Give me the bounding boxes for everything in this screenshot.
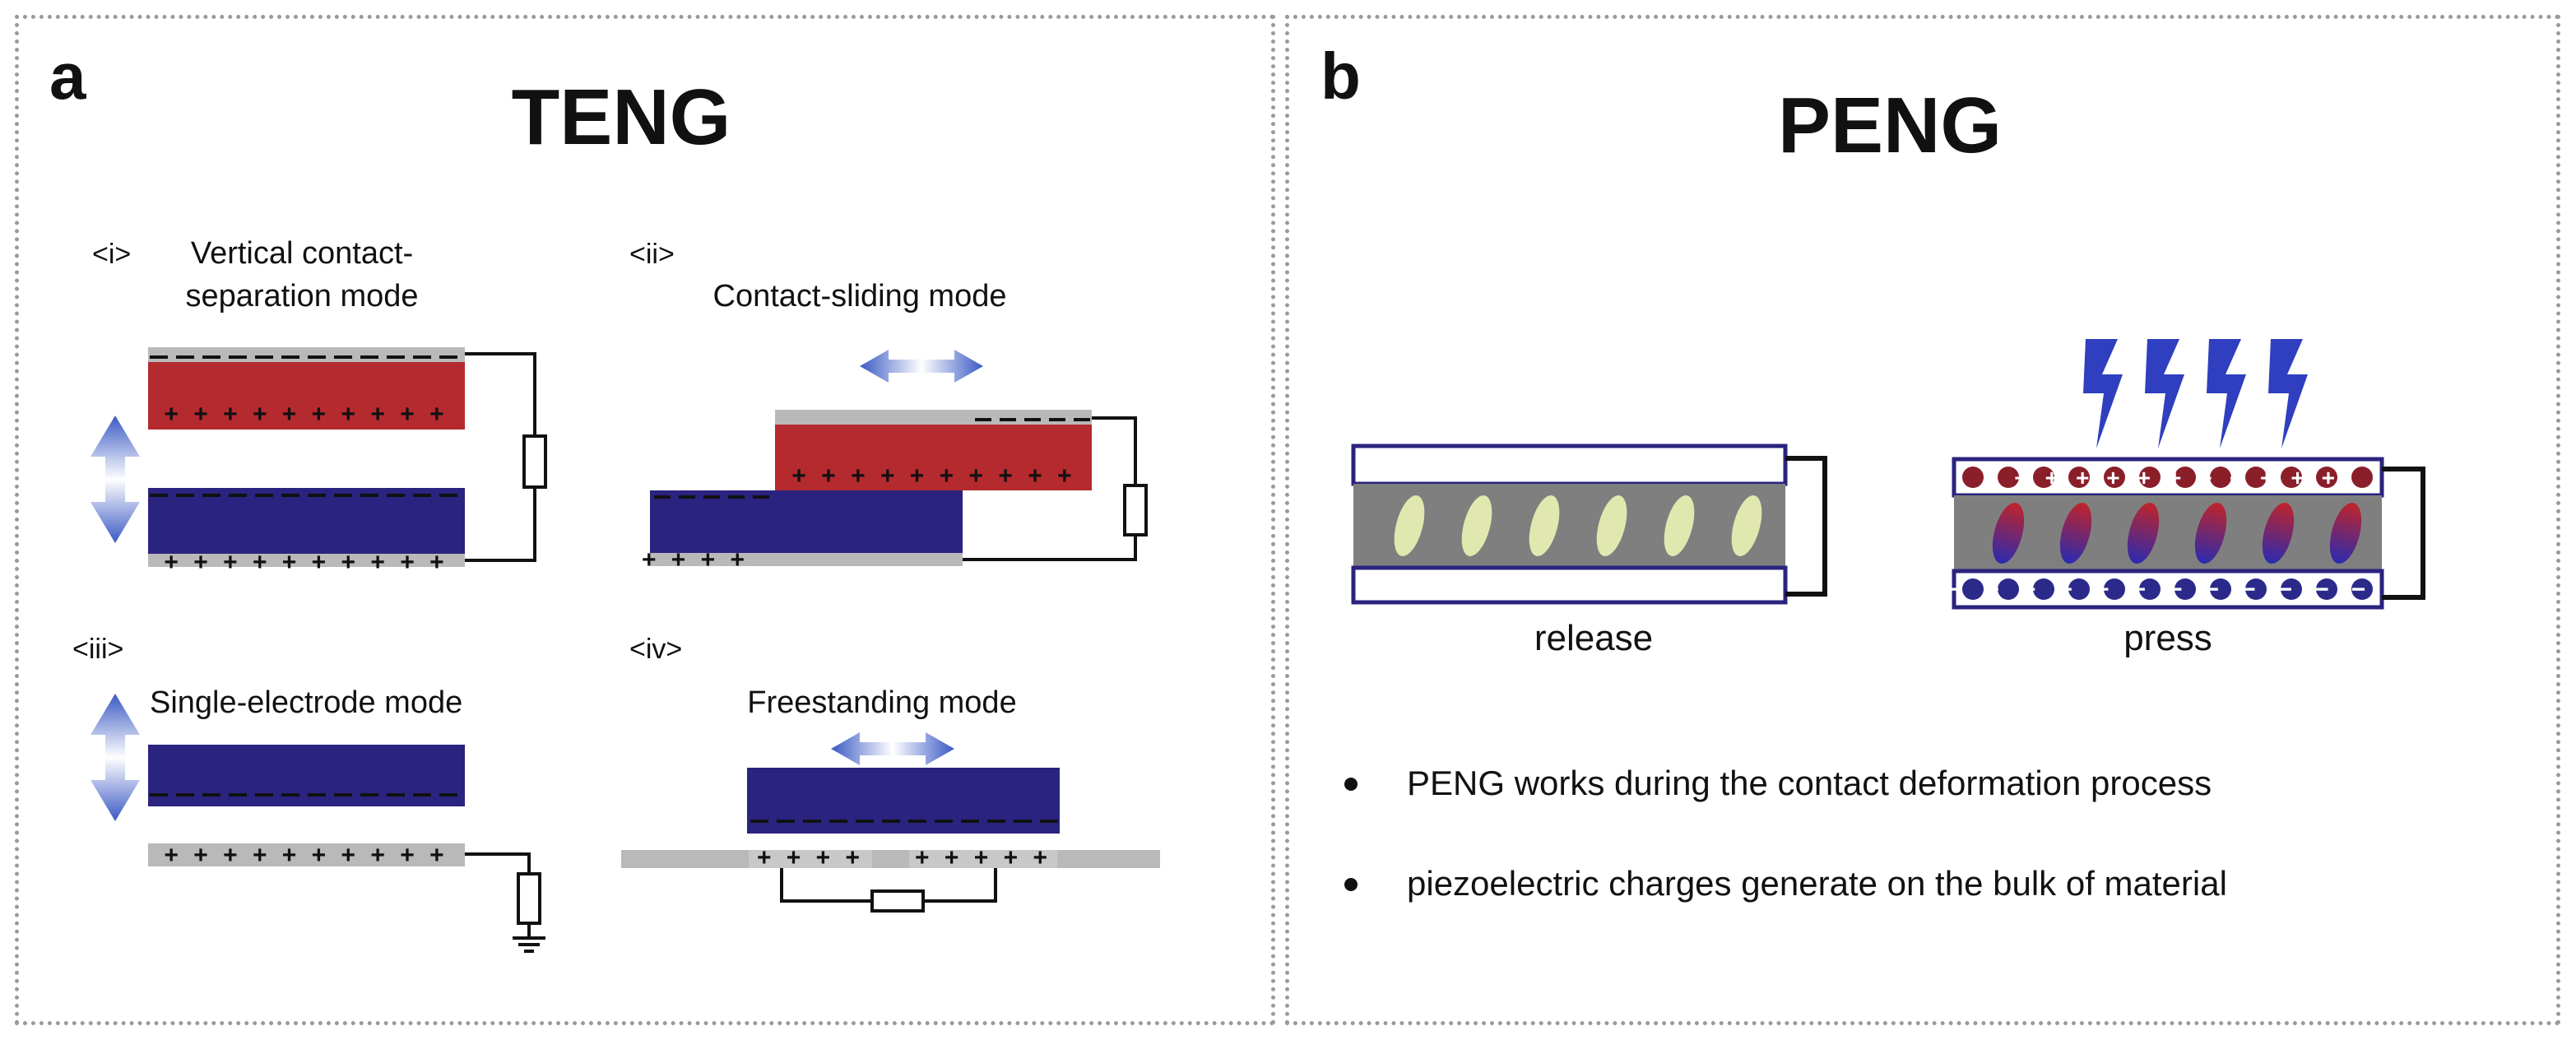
contact-sliding-diagram: + + + + + + + + + + + + + + — [642, 350, 1148, 574]
svg-text:++++++++++++: ++++++++++++ — [1984, 465, 2352, 490]
peng-title: PENG — [1778, 81, 2002, 170]
mode-i-tag: <i> — [92, 239, 131, 270]
circuit-wire — [1785, 456, 1827, 597]
left-electrode — [749, 850, 872, 868]
mode-i-title-line2: separation mode — [185, 279, 418, 314]
positive-charges: + + + + + + + + + + — [164, 549, 448, 576]
press-label: press — [2123, 618, 2212, 658]
positive-charges: + + + + — [642, 546, 749, 574]
load-resistor-icon — [1123, 484, 1148, 536]
bullet-text-2: piezoelectric charges generate on the bu… — [1407, 864, 2227, 903]
top-electrode — [1351, 444, 1788, 486]
load-resistor-icon — [522, 434, 547, 489]
bullet-icon — [1344, 878, 1358, 891]
bottom-electrode — [1351, 565, 1788, 605]
piezo-layer — [1954, 495, 2382, 571]
bullet-text-1: PENG works during the contact deformatio… — [1407, 764, 2212, 802]
dielectric-track — [621, 850, 1160, 868]
right-electrode — [909, 850, 1057, 868]
vertical-motion-arrow-icon — [91, 416, 140, 543]
circuit-wire — [465, 852, 531, 874]
bottom-electrode — [1952, 569, 2384, 610]
horizontal-motion-arrow-icon — [831, 732, 954, 765]
top-electrode — [775, 410, 1092, 425]
top-electrode — [1952, 457, 2384, 498]
teng-title: TENG — [512, 73, 731, 161]
mode-iii-tag: <iii> — [72, 634, 123, 665]
blue-dielectric-layer — [148, 488, 465, 554]
panel-a-teng — [15, 15, 1275, 1025]
panel-b-peng — [1285, 15, 2560, 1025]
circuit-wire — [780, 868, 872, 903]
circuit-wire — [465, 352, 536, 436]
positive-charges: + + + + + + + + + + — [164, 842, 448, 869]
piezo-layer — [1353, 484, 1785, 568]
freestanding-diagram: + + + + + + + + + — [621, 732, 1160, 913]
single-electrode-diagram: + + + + + + + + + + — [91, 694, 545, 953]
circuit-wire — [465, 487, 536, 562]
circuit-wire — [963, 535, 1137, 561]
release-state-diagram — [1351, 444, 1827, 605]
red-dielectric-layer — [775, 425, 1092, 490]
load-resistor-icon — [517, 872, 541, 925]
blue-dielectric-layer — [148, 745, 465, 806]
blue-dielectric-layer — [747, 768, 1060, 834]
positive-charges: + + + + — [757, 844, 864, 871]
unpolarized-dipoles — [1394, 495, 1762, 556]
top-electrode — [148, 347, 465, 362]
negative-piezo-charges: −−−−−−−−−−−− — [1948, 576, 2388, 603]
ground-electrode — [148, 843, 465, 866]
panel-b-letter: b — [1320, 39, 1361, 113]
positive-piezo-charges: ++++++++++++ — [1962, 465, 2373, 490]
mode-iv-tag: <iv> — [629, 634, 682, 665]
bottom-electrode — [650, 553, 963, 566]
bullet-icon — [1344, 778, 1358, 791]
dipoles-polarized — [1992, 503, 2362, 564]
mode-iii-title: Single-electrode mode — [150, 685, 462, 720]
lightning-force-icon — [2083, 339, 2308, 448]
mode-ii-title: Contact-sliding mode — [713, 279, 1007, 314]
circuit-wire — [923, 868, 997, 903]
horizontal-motion-arrow-icon — [860, 350, 983, 383]
red-dielectric-layer — [148, 362, 465, 430]
circuit-wire — [1092, 416, 1137, 485]
vertical-motion-arrow-icon — [91, 694, 140, 821]
positive-charges: + + + + + + + + + + — [791, 462, 1075, 490]
svg-text:−−−−−−−−−−−−: −−−−−−−−−−−− — [1948, 576, 2388, 603]
circuit-wire — [2382, 467, 2425, 600]
mode-i-title-line1: Vertical contact- — [191, 236, 413, 271]
vertical-contact-separation-diagram: + + + + + + + + + + + + + + + + + + + + — [91, 347, 547, 576]
press-state-diagram: ++++++++++++ −−−−−−−−−−−− — [1948, 339, 2425, 610]
load-resistor-icon — [870, 889, 925, 913]
release-label: release — [1534, 618, 1653, 658]
mode-ii-tag: <ii> — [629, 239, 675, 270]
blue-dielectric-layer — [650, 490, 963, 553]
mode-iv-title: Freestanding mode — [747, 685, 1016, 720]
positive-charges: + + + + + — [915, 844, 1051, 871]
panel-a-letter: a — [49, 39, 86, 113]
ground-symbol-icon — [513, 936, 545, 953]
bottom-electrode — [148, 554, 465, 567]
positive-charges: + + + + + + + + + + — [164, 401, 448, 428]
